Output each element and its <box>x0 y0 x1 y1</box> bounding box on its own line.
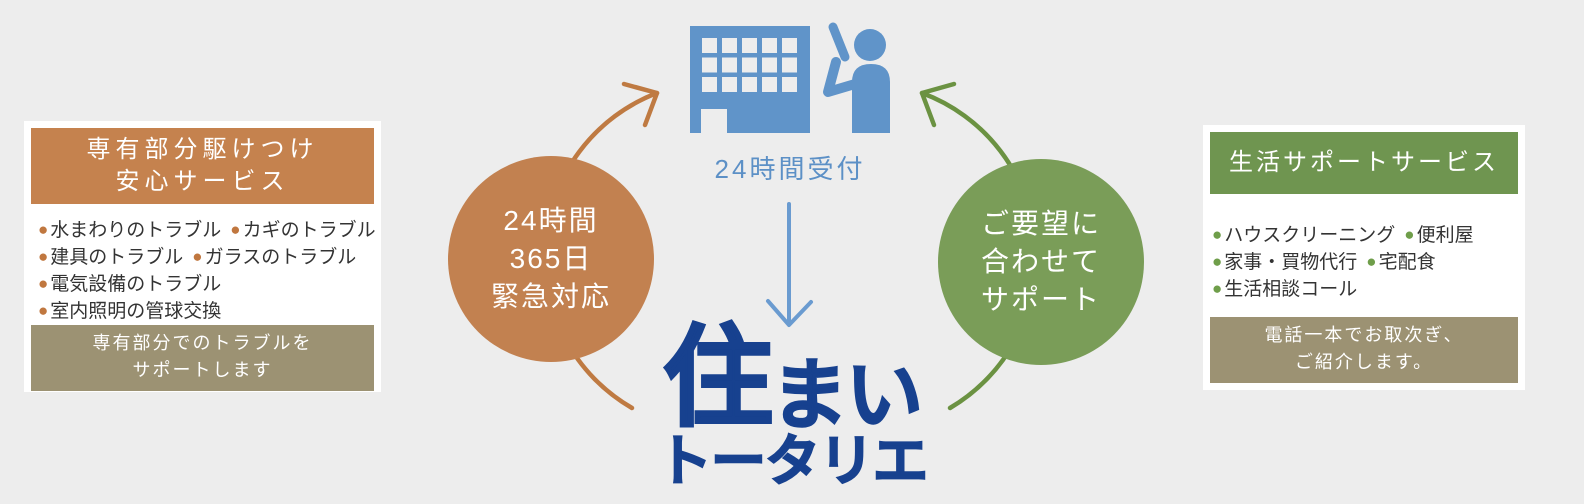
emergency-service-box-footer: 専有部分でのトラブルを サポートします <box>31 325 374 392</box>
header-line: 安心サービス <box>115 167 290 195</box>
bullet-icon: ● <box>192 247 203 267</box>
service-item-row: ●生活相談コール <box>1212 276 1514 303</box>
emergency-circle-badge: 24時間 365日 緊急対応 <box>448 156 654 362</box>
life-support-service-box-header: 生活サポートサービス <box>1210 132 1518 194</box>
service-item: 家事・買物代行 <box>1224 251 1358 273</box>
bullet-icon: ● <box>38 274 49 294</box>
building-and-person-on-phone-icon <box>690 22 890 133</box>
emergency-service-box: 専有部分駆けつけ 安心サービス ●水まわりのトラブル●カギのトラブル ●建具のト… <box>24 121 381 392</box>
service-item-row: ●室内照明の管球交換 <box>38 298 370 325</box>
service-item: 建具のトラブル <box>50 247 184 269</box>
footer-line: サポートします <box>132 360 273 381</box>
service-item: 生活相談コール <box>1224 278 1358 300</box>
circle-line: 365日 <box>509 243 593 274</box>
service-item: 電気設備のトラブル <box>50 274 222 296</box>
service-item: ハウスクリーニング <box>1224 224 1396 246</box>
down-arrow-icon <box>766 202 813 327</box>
left-cycle-arrowhead-icon <box>621 81 660 128</box>
footer-line: 専有部分でのトラブルを <box>92 333 313 354</box>
service-item: ガラスのトラブル <box>204 247 357 269</box>
service-item-row: ●ハウスクリーニング●便利屋 <box>1212 222 1514 249</box>
footer-line: 電話一本でお取次ぎ、 <box>1264 325 1464 345</box>
building-door-icon <box>701 109 727 133</box>
bullet-icon: ● <box>1404 224 1415 244</box>
brand-logo-chars: まい <box>770 353 924 440</box>
footer-line: ご紹介します。 <box>1294 352 1434 372</box>
brand-logo-bottom: トータリエ <box>656 429 929 492</box>
service-item: 宅配食 <box>1378 251 1436 273</box>
bullet-icon: ● <box>1212 278 1223 298</box>
brand-logo: 住 まい トータリエ <box>642 317 942 492</box>
person-arm-icon <box>823 57 860 97</box>
bullet-icon: ● <box>38 220 49 240</box>
person-body-icon <box>852 64 890 133</box>
bullet-icon: ● <box>1212 251 1223 271</box>
service-item: 便利屋 <box>1416 224 1474 246</box>
life-support-service-box: 生活サポートサービス ●ハウスクリーニング●便利屋 ●家事・買物代行●宅配食 ●… <box>1203 125 1525 390</box>
service-item: 室内照明の管球交換 <box>50 301 222 323</box>
service-item-row: ●電気設備のトラブル <box>38 271 370 298</box>
person-head-icon <box>854 29 886 61</box>
brand-logo-char: 住 <box>662 317 775 440</box>
service-item-row: ●建具のトラブル●ガラスのトラブル <box>38 244 370 271</box>
service-item-row: ●水まわりのトラブル●カギのトラブル <box>38 217 376 244</box>
life-support-service-box-footer: 電話一本でお取次ぎ、 ご紹介します。 <box>1210 317 1518 383</box>
circle-line: ご要望に <box>980 208 1101 239</box>
emergency-service-box-header: 専有部分駆けつけ 安心サービス <box>31 128 374 205</box>
service-item: 水まわりのトラブル <box>50 220 222 242</box>
phone-icon <box>828 22 850 62</box>
life-support-service-items: ●ハウスクリーニング●便利屋 ●家事・買物代行●宅配食 ●生活相談コール <box>1210 194 1518 303</box>
bullet-icon: ● <box>38 247 49 267</box>
bullet-icon: ● <box>1212 224 1223 244</box>
emergency-service-items: ●水まわりのトラブル●カギのトラブル ●建具のトラブル●ガラスのトラブル ●電気… <box>31 204 376 325</box>
bullet-icon: ● <box>1366 251 1377 271</box>
brand-logo-top: 住 まい <box>642 317 942 440</box>
service-item-row: ●家事・買物代行●宅配食 <box>1212 249 1514 276</box>
circle-line: 24時間 <box>503 205 599 236</box>
header-line: 生活サポートサービス <box>1229 149 1499 176</box>
service-item: カギのトラブル <box>242 220 376 242</box>
circle-line: サポート <box>980 284 1101 315</box>
header-line: 専有部分駆けつけ <box>86 136 319 163</box>
circle-line: 緊急対応 <box>490 281 611 312</box>
bullet-icon: ● <box>230 220 241 240</box>
support-circle-badge: ご要望に 合わせて サポート <box>938 159 1144 365</box>
circle-line: 合わせて <box>980 246 1101 277</box>
right-cycle-arrowhead-icon <box>919 81 957 128</box>
bullet-icon: ● <box>38 301 49 321</box>
reception-label: 24時間受付 <box>714 154 866 184</box>
